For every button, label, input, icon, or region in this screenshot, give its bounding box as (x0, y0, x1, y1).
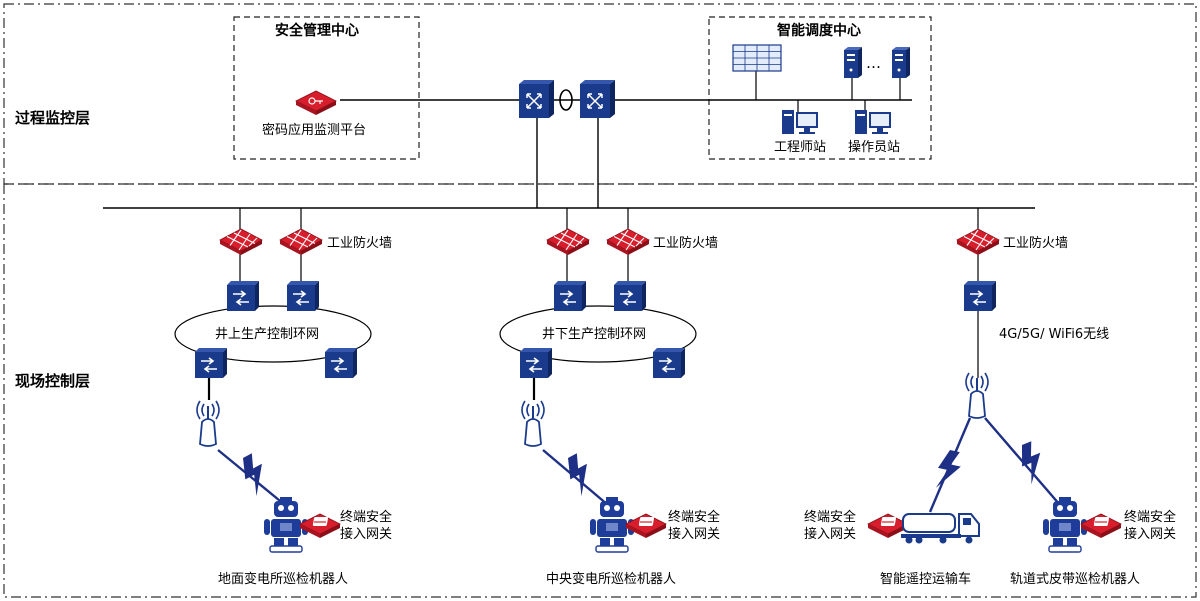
server-icon (892, 47, 910, 78)
antenna-icon (521, 400, 545, 447)
gateway-label-line1: 终端安全 (804, 510, 857, 525)
device-label: 中央变电所巡检机器人 (546, 572, 677, 587)
dispatch-center-box (708, 16, 932, 160)
gateway-label-line2: 接入网关 (804, 527, 857, 542)
device-label-belt-robot: 轨道式皮带巡检机器人 (1010, 572, 1141, 587)
security-center-box (233, 16, 420, 160)
switch-icon (652, 347, 686, 379)
firewall-icon (956, 228, 1000, 256)
device-label-truck: 智能遥控运输车 (880, 572, 972, 587)
ring-label-upper: 井上生产控制环网 (215, 327, 320, 342)
firewall-label: 工业防火墙 (653, 236, 719, 251)
layer-label-field: 现场控制层 (15, 372, 91, 390)
display-wall-icon (732, 44, 782, 72)
gateway-label-line1: 终端安全 (340, 510, 393, 525)
firewall-label: 工业防火墙 (327, 236, 393, 251)
gateway-label-line1: 终端安全 (668, 510, 721, 525)
firewall-icon (546, 228, 590, 256)
layer-label-process: 过程监控层 (15, 109, 91, 127)
gateway-label-line2: 接入网关 (1124, 527, 1177, 542)
firewall-icon (606, 228, 650, 256)
server-ellipsis: … (866, 54, 881, 72)
link-aggregation-ring (559, 89, 573, 111)
lightning-icon (933, 448, 964, 493)
dispatch-center-title: 智能调度中心 (777, 23, 861, 39)
lightning-icon (560, 451, 600, 498)
gateway-label-line2: 接入网关 (668, 527, 721, 542)
engineer-station-label: 工程师站 (774, 140, 827, 155)
core-switch-icon (518, 79, 555, 119)
switch-icon (553, 280, 587, 312)
gateway-label-line1: 终端安全 (1124, 510, 1177, 525)
ring-label-lower: 井下生产控制环网 (542, 327, 647, 342)
wireless-label: 4G/5G/ WiFi6无线 (999, 327, 1110, 342)
antenna-icon (196, 400, 220, 447)
gateway-label-line2: 接入网关 (340, 527, 393, 542)
security-center-title: 安全管理中心 (275, 23, 359, 39)
gateway-icon (1080, 513, 1122, 539)
ring-network-lower (499, 305, 697, 363)
firewall-label: 工业防火墙 (1003, 236, 1069, 251)
switch-icon (963, 280, 997, 312)
core-switch-icon (579, 79, 616, 119)
workstation-icon (855, 110, 891, 134)
ring-network-upper (174, 305, 372, 363)
lightning-icon (1014, 439, 1050, 486)
switch-icon (286, 280, 320, 312)
switch-icon (613, 280, 647, 312)
crypto-platform-icon (295, 90, 337, 115)
firewall-icon (219, 228, 263, 256)
crypto-platform-label: 密码应用监测平台 (262, 123, 367, 138)
antenna-icon (965, 372, 989, 419)
switch-icon (226, 280, 260, 312)
switch-icon (324, 347, 358, 379)
server-icon (844, 47, 862, 78)
operator-station-label: 操作员站 (848, 140, 901, 155)
workstation-icon (782, 110, 818, 134)
truck-icon (900, 513, 980, 545)
firewall-icon (279, 228, 323, 256)
field-layer-frame (3, 183, 1197, 598)
robot-icon (1042, 496, 1088, 553)
switch-icon (519, 347, 553, 379)
switch-icon (194, 347, 228, 379)
device-label: 地面变电所巡检机器人 (218, 572, 349, 587)
